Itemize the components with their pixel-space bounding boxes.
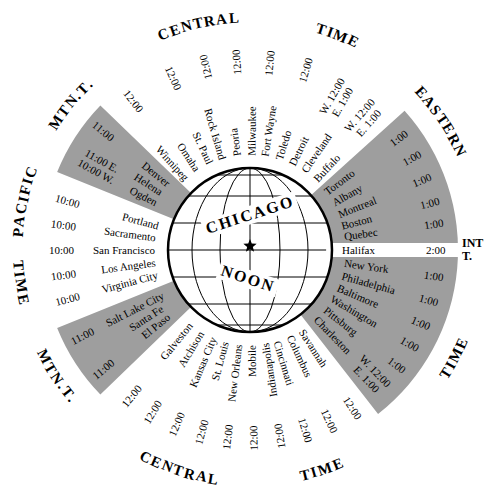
letter: C <box>13 202 30 215</box>
parallel <box>217 325 283 326</box>
zone-title: TIME <box>297 456 347 484</box>
zone-code: INT T. <box>462 237 492 263</box>
time-label: 12:00 <box>319 407 341 435</box>
time-label: 12:00 <box>247 426 260 451</box>
letter: R <box>183 465 197 482</box>
parallel <box>188 304 311 305</box>
zone-title: TIME <box>10 257 32 308</box>
time-label: 10:00 <box>50 218 76 233</box>
time-slot <box>326 243 466 257</box>
letter: A <box>195 468 209 485</box>
zone-title: CENTRAL <box>137 449 222 488</box>
letter: A <box>215 12 228 28</box>
time-label: 12:00 <box>121 88 146 115</box>
letter: A <box>12 215 28 228</box>
grid-lines <box>168 168 332 332</box>
city-name: Halifax <box>342 244 375 256</box>
zone-title: PACIFIC <box>10 164 40 241</box>
zone-shading <box>300 111 458 414</box>
globe-outline <box>168 168 332 332</box>
time-label: 2:00 <box>426 244 446 256</box>
time-label: 12:00 <box>166 410 187 438</box>
time-label: 10:00 <box>54 192 81 210</box>
letter: I <box>12 271 28 278</box>
zone-title: TIME <box>312 21 361 51</box>
zone-title: MTN.T. <box>35 348 80 407</box>
letter: M <box>12 278 29 294</box>
globe-title: NOON <box>216 261 281 298</box>
parallel <box>217 175 283 176</box>
zone-title: TIME <box>438 335 471 382</box>
letter: E <box>15 293 32 306</box>
time-label: 12:00 <box>230 49 244 75</box>
time-label: 1:00 <box>423 269 444 284</box>
time-label: 12:00 <box>163 64 184 92</box>
time-label: 12:00 <box>272 423 288 450</box>
letter: P <box>11 227 27 237</box>
parallel <box>168 250 332 251</box>
time-label: 12:00 <box>262 49 277 75</box>
city-name: Milwaukee <box>245 106 258 156</box>
time-label: 12:00 <box>141 398 164 426</box>
globe-circle: CHICAGO NOON <box>168 168 332 332</box>
city-name: San Francisco <box>93 244 155 256</box>
letter: R <box>203 13 216 30</box>
time-label: 12:00 <box>341 394 365 422</box>
globe-title: CHICAGO <box>201 191 300 239</box>
time-label: 10:00 <box>54 290 81 308</box>
star-symbol <box>243 239 256 252</box>
time-label: 12:00 <box>119 383 144 410</box>
letter: L <box>228 11 239 27</box>
globe-outline <box>168 168 332 332</box>
time-label: 10:00 <box>49 244 74 256</box>
city-name: Peoria <box>227 127 243 157</box>
zone-title: CENTRAL <box>155 10 242 43</box>
zone-title: EASTERN <box>412 84 468 158</box>
city-name: Mobile <box>245 345 258 377</box>
zone-title: MTN.T. <box>48 75 98 131</box>
time-label: 12:00 <box>220 424 235 450</box>
time-label: 12:00 <box>197 53 215 80</box>
time-label: 12:00 <box>296 417 315 445</box>
letter: L <box>207 471 219 487</box>
time-label: 12:00 <box>296 56 315 84</box>
time-label: 10:00 <box>50 267 76 282</box>
time-label: 12:00 <box>192 418 210 445</box>
letter: T <box>11 260 27 271</box>
